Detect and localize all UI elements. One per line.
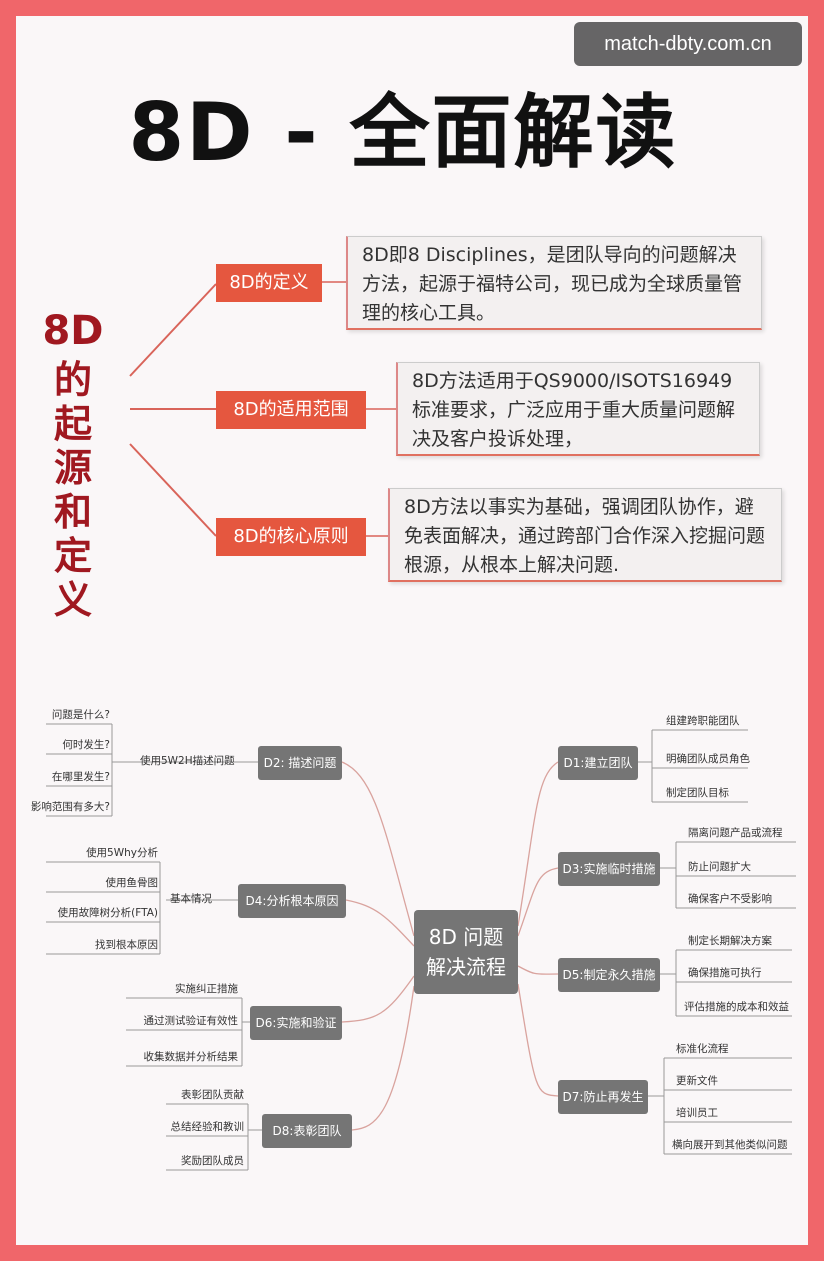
center-node: 8D 问题 解决流程 (414, 910, 518, 994)
d3-leaf: 确保客户不受影响 (688, 893, 772, 905)
d7-leaf: 更新文件 (676, 1075, 718, 1087)
d6-leaf: 收集数据并分析结果 (143, 1051, 239, 1063)
d5-leaf: 制定长期解决方案 (688, 935, 772, 947)
center-line1: 8D 问题 (428, 925, 504, 949)
d8-leaf: 总结经验和教训 (170, 1121, 245, 1133)
d8-leaf: 奖励团队成员 (181, 1155, 244, 1167)
d4-leaf: 使用5Why分析 (86, 847, 158, 859)
d2-leaf: 影响范围有多大? (30, 801, 110, 813)
d4-leaf: 使用故障树分析(FTA) (57, 907, 158, 919)
watermark: match-dbty.com.cn (574, 22, 802, 66)
d7-leaf: 培训员工 (676, 1107, 718, 1119)
d2-leaf: 何时发生? (62, 739, 110, 751)
side-title: 8D 的起源和定义 (38, 304, 108, 622)
tag-definition: 8D的定义 (216, 264, 322, 302)
d6-leaf: 通过测试验证有效性 (143, 1015, 239, 1027)
desc-scope: 8D方法适用于QS9000/ISOTS16949标准要求，广泛应用于重大质量问题… (396, 362, 760, 456)
d1-leaf: 明确团队成员角色 (666, 753, 750, 765)
node-d7: D7:防止再发生 (558, 1080, 648, 1114)
d7-leaf: 横向展开到其他类似问题 (672, 1139, 788, 1151)
node-d6: D6:实施和验证 (250, 1006, 342, 1040)
d4-leaf: 找到根本原因 (95, 939, 158, 951)
d3-leaf: 防止问题扩大 (688, 861, 751, 873)
page-title: 8D - 全面解读 (128, 86, 678, 179)
desc-definition: 8D即8 Disciplines，是团队导向的问题解决方法，起源于福特公司，现已… (346, 236, 762, 330)
tag-principle: 8D的核心原则 (216, 518, 366, 556)
side-title-8d: 8D (42, 308, 104, 354)
poster: 8D - 全面解读 8D 的起源和定义 8D的定义 8D的适用范围 8D的核心原… (16, 16, 808, 1245)
node-d2: D2: 描述问题 (258, 746, 342, 780)
node-d3: D3:实施临时措施 (558, 852, 660, 886)
d8-leaf: 表彰团队贡献 (181, 1089, 244, 1101)
node-d5: D5:制定永久措施 (558, 958, 660, 992)
d4-leaf: 使用鱼骨图 (105, 877, 159, 889)
d5-leaf: 确保措施可执行 (688, 967, 762, 979)
node-d4: D4:分析根本原因 (238, 884, 346, 918)
d4-branch: 基本情况 (170, 893, 212, 905)
d3-leaf: 隔离问题产品或流程 (688, 827, 783, 839)
desc-principle: 8D方法以事实为基础，强调团队协作，避免表面解决，通过跨部门合作深入挖掘问题根源… (388, 488, 782, 582)
d2-branch: 使用5W2H描述问题 (140, 755, 235, 767)
d1-leaf: 组建跨职能团队 (666, 715, 740, 727)
center-line2: 解决流程 (426, 955, 506, 979)
node-d1: D1:建立团队 (558, 746, 638, 780)
side-title-chars: 的起源和定义 (53, 358, 92, 622)
d2-leaf: 在哪里发生? (51, 771, 110, 783)
node-d8: D8:表彰团队 (262, 1114, 352, 1148)
tag-scope: 8D的适用范围 (216, 391, 366, 429)
d2-leaf: 问题是什么? (51, 709, 110, 721)
d6-leaf: 实施纠正措施 (175, 983, 238, 995)
d1-leaf: 制定团队目标 (666, 787, 729, 799)
d5-leaf: 评估措施的成本和效益 (684, 1001, 789, 1013)
section-connectors (129, 281, 396, 537)
d7-leaf: 标准化流程 (676, 1043, 729, 1055)
